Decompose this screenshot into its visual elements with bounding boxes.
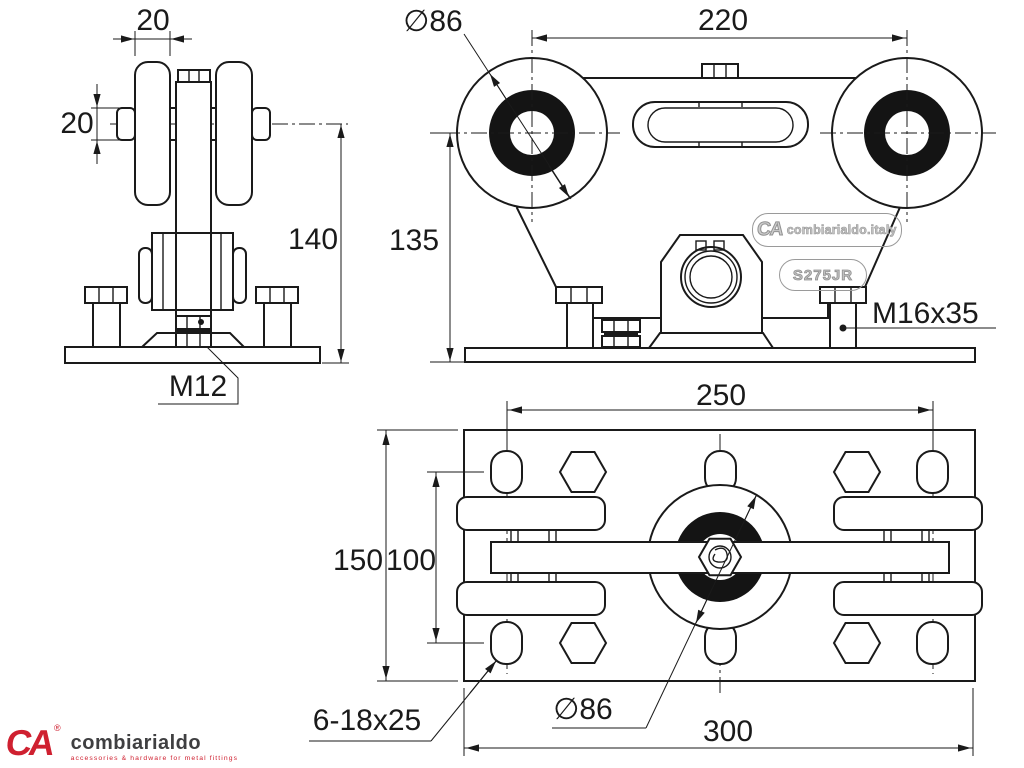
dim-wheel-diameter-plan: ∅86 xyxy=(553,693,613,726)
bolt-shaft-left xyxy=(566,302,594,349)
company-logo: CA ® combiarialdo accessories & hardware… xyxy=(3,722,239,763)
registered-mark: ® xyxy=(54,723,61,733)
roller-bottom-left xyxy=(456,581,606,616)
dim-slots: 6-18x25 xyxy=(312,704,422,737)
circlip-tab xyxy=(713,240,725,251)
lock-nut-lower xyxy=(175,332,212,348)
roller-top-left xyxy=(456,496,606,531)
bearing-cap-right xyxy=(232,247,247,304)
weld-pad-front xyxy=(647,332,775,349)
brand-stamp-text: combiarialdo.italy xyxy=(786,223,897,238)
jam-nut-lower xyxy=(601,335,641,348)
dim-height-front: 135 xyxy=(388,224,440,257)
bolt-head-right xyxy=(819,286,867,304)
dim-plate-width: 300 xyxy=(702,715,754,748)
anchor-bolt-head-right xyxy=(255,286,299,304)
dim-row-spacing: 100 xyxy=(385,544,437,577)
top-bolt-front xyxy=(701,63,739,79)
slot-top-right xyxy=(916,450,949,494)
brand-stamp: CA combiarialdo.italy xyxy=(752,213,902,247)
anchor-bolt-shaft-left xyxy=(92,302,121,348)
side-wheel-left xyxy=(134,61,171,206)
logo-ca-icon: CA xyxy=(3,722,55,763)
brand-stamp-ca-icon: CA xyxy=(756,219,785,241)
logo-name: combiarialdo xyxy=(70,732,202,754)
logo-tagline: accessories & hardware for metal fitting… xyxy=(70,755,239,762)
base-plate-front xyxy=(464,347,976,363)
steel-grade-stamp: S275JR xyxy=(779,259,867,291)
axle-pin-right xyxy=(251,107,271,141)
center-bracket xyxy=(660,234,763,334)
center-bolt-plan xyxy=(697,537,743,577)
side-view xyxy=(64,31,349,405)
slot-bottom-right xyxy=(916,621,949,665)
lock-nut-upper xyxy=(175,315,212,330)
roller-bottom-right xyxy=(833,581,983,616)
base-plate-side xyxy=(64,346,321,364)
hex-bolt-plan xyxy=(558,451,608,493)
dim-total-height: 140 xyxy=(287,223,339,256)
m12-leader xyxy=(158,346,239,405)
hex-bolt-plan xyxy=(558,622,608,664)
slot-bottom-left xyxy=(490,621,523,665)
slot-top-left xyxy=(490,450,523,494)
dim-slot-spacing: 250 xyxy=(695,379,747,412)
axle-pin-left xyxy=(116,107,136,141)
bracket-bore xyxy=(689,255,733,299)
hanger-slot-outer xyxy=(632,101,809,148)
circlip-tab xyxy=(695,240,707,251)
anchor-bolt-shaft-right xyxy=(263,302,292,348)
side-wheel-right xyxy=(215,61,253,206)
carriage-body-column xyxy=(175,81,212,332)
dim-wheel-width: 20 xyxy=(136,4,170,37)
front-view xyxy=(430,30,996,363)
bearing-cap-left xyxy=(138,247,153,304)
hanger-slot-inner xyxy=(647,107,794,143)
dim-plate-depth: 150 xyxy=(332,544,384,577)
roller-top-right xyxy=(833,496,983,531)
hex-bolt-plan xyxy=(832,622,882,664)
plan-view xyxy=(309,401,983,756)
hex-bolt-plan xyxy=(832,451,882,493)
dim-wheel-diameter-front: ∅86 xyxy=(403,5,463,38)
dim-wheel-spacing: 220 xyxy=(697,4,749,37)
jam-nut-upper xyxy=(601,319,641,333)
dim-axle-height: 20 xyxy=(60,107,94,140)
anchor-bolt-head-left xyxy=(84,286,128,304)
bolt-label-m16: M16x35 xyxy=(872,297,979,330)
thread-label-m12: M12 xyxy=(168,370,228,403)
top-bolt-head xyxy=(177,69,211,83)
bolt-head-left xyxy=(555,286,603,304)
